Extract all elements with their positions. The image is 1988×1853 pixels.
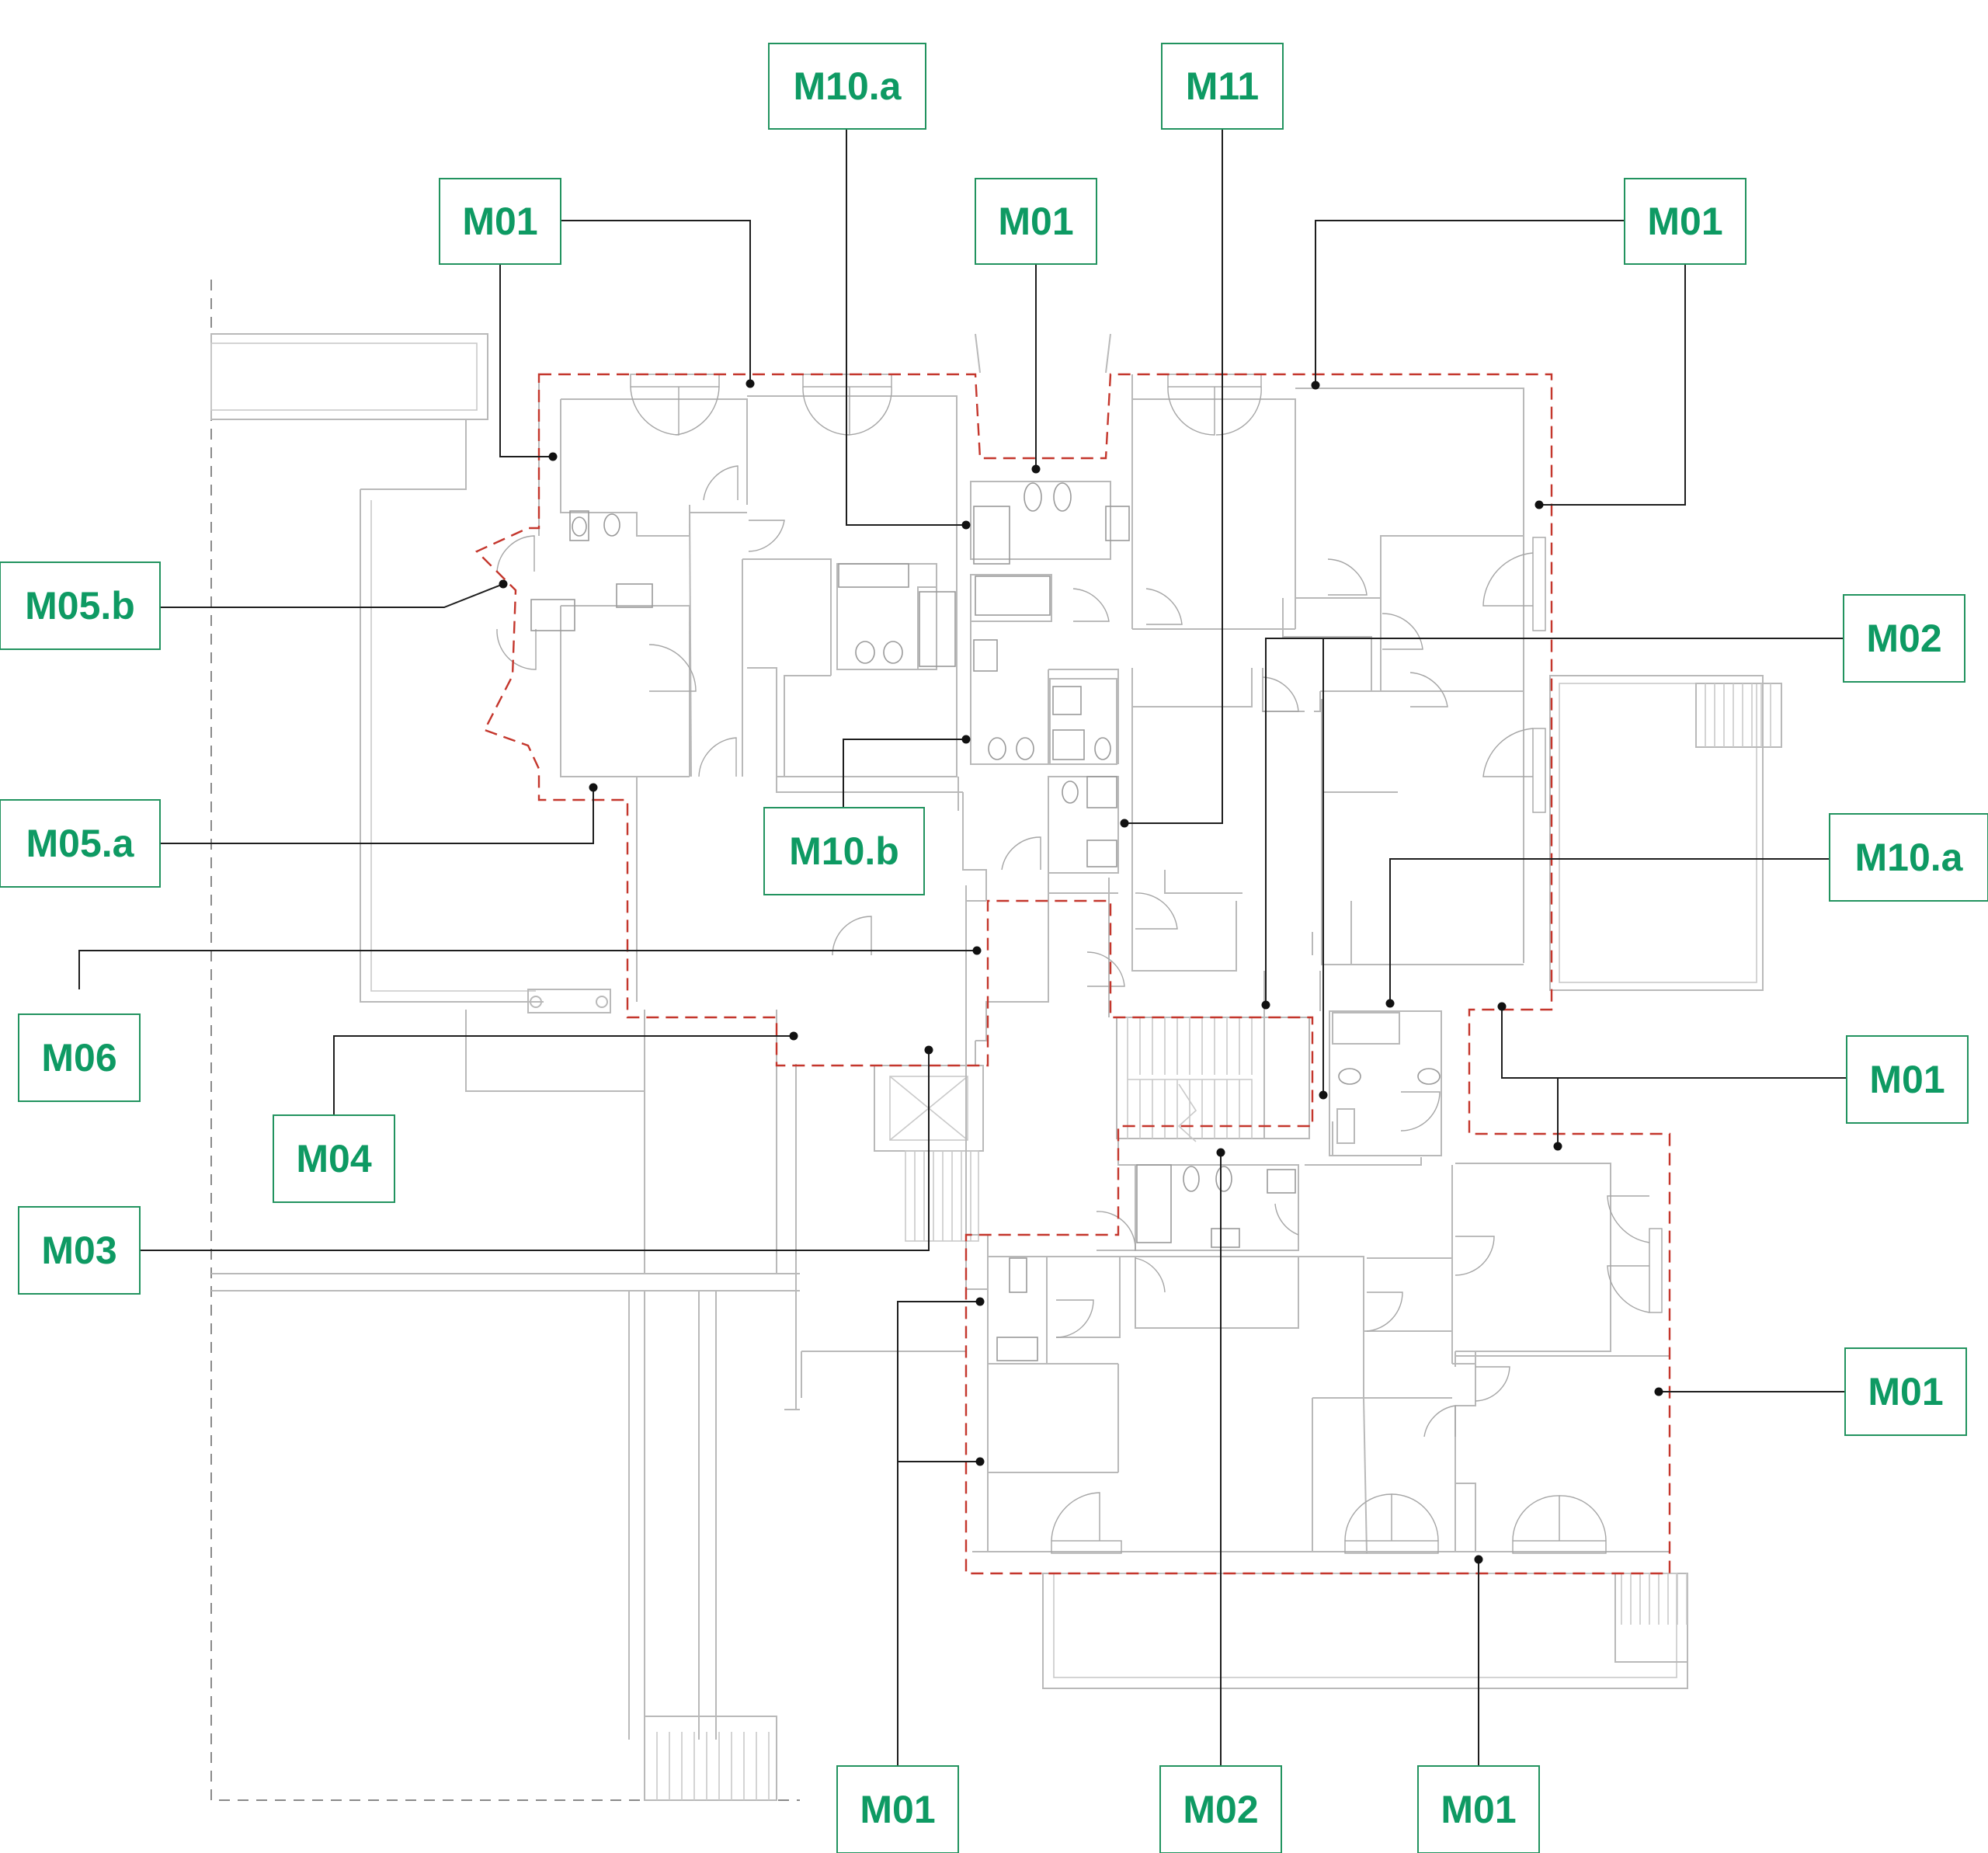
site-boundary	[210, 280, 800, 1801]
tag-m01-right-lower: M01	[1844, 1347, 1967, 1436]
tag-m04: M04	[273, 1114, 395, 1203]
material-tags: M10.a M11 M01 M01 M01 M05.b M02 M05.a	[0, 43, 1988, 1853]
tag-m01-bottom-right: M01	[1417, 1765, 1540, 1853]
tag-label: M01	[1869, 1058, 1945, 1101]
tag-m01-top-center: M01	[975, 178, 1097, 265]
tag-label: M01	[998, 200, 1073, 243]
tag-m10a-top: M10.a	[768, 43, 926, 130]
tag-m01-bottom-left: M01	[836, 1765, 959, 1853]
tag-label: M01	[462, 200, 537, 243]
tag-label: M10.a	[1855, 836, 1964, 879]
leader-lines	[78, 128, 1847, 1766]
tag-m02-bottom: M02	[1159, 1765, 1282, 1853]
sanitary-fixtures	[530, 482, 1441, 1361]
tag-m02-right: M02	[1843, 594, 1965, 683]
tag-m06: M06	[18, 1013, 141, 1102]
tag-m01-top-right: M01	[1624, 178, 1746, 265]
tag-label: M06	[41, 1036, 116, 1079]
tag-label: M01	[1441, 1788, 1516, 1831]
tag-label: M05.a	[26, 822, 135, 865]
tag-label: M01	[860, 1788, 935, 1831]
tag-label: M01	[1647, 200, 1722, 243]
tag-label: M11	[1186, 64, 1260, 108]
tag-m10b: M10.b	[763, 807, 925, 895]
tag-m03: M03	[18, 1206, 141, 1295]
tag-label: M02	[1183, 1788, 1258, 1831]
tag-m05b: M05.b	[0, 561, 161, 650]
tag-m05a: M05.a	[0, 799, 161, 888]
tag-m10a-right: M10.a	[1829, 813, 1988, 902]
tag-label: M10.b	[789, 829, 899, 873]
leader-dots	[499, 379, 1663, 1564]
tag-label: M05.b	[25, 584, 135, 628]
unit-boundary	[474, 373, 1671, 1575]
doors-windows	[496, 374, 1663, 1554]
tag-label: M10.a	[794, 64, 902, 108]
tag-label: M03	[41, 1229, 116, 1272]
tag-m01-top-left: M01	[439, 178, 561, 265]
tag-label: M02	[1866, 617, 1941, 660]
tag-label: M04	[296, 1137, 371, 1180]
tag-label: M01	[1868, 1370, 1943, 1413]
tag-m11: M11	[1161, 43, 1284, 130]
interior-walls	[538, 374, 1670, 1554]
tag-m01-right-upper: M01	[1846, 1035, 1969, 1124]
